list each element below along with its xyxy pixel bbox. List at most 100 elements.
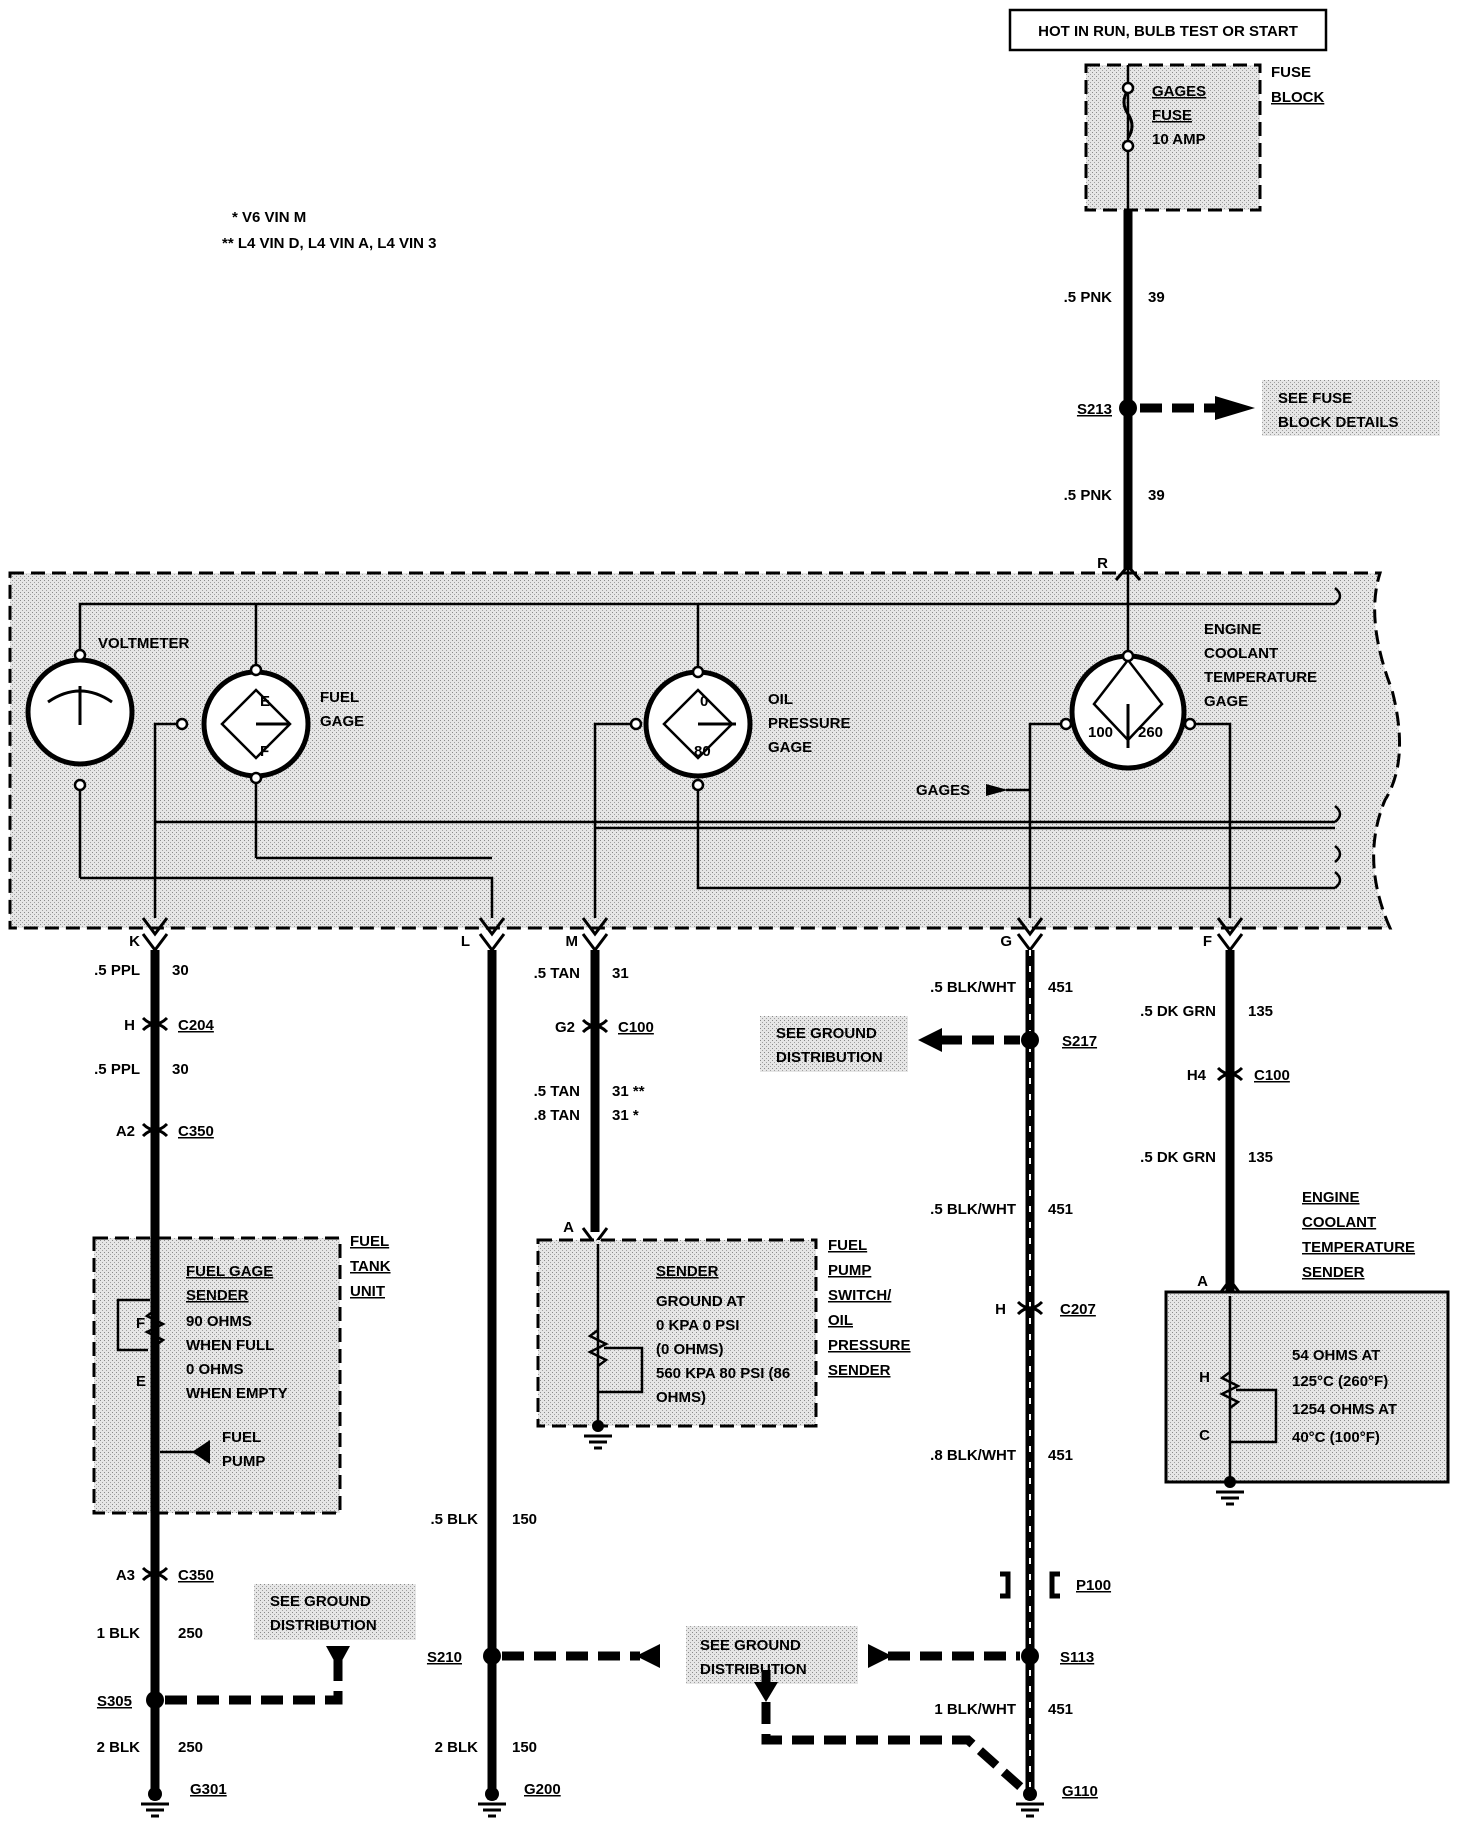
power-source-label: HOT IN RUN, BULB TEST OR START: [1038, 23, 1298, 40]
connector-c100-h4: C100: [1254, 1067, 1290, 1084]
oil-w2-circuit: 31 **: [612, 1083, 645, 1100]
ground-g301-icon: [141, 1787, 169, 1818]
s210-arrow-icon: [636, 1644, 660, 1668]
pin-r-icon: [1114, 563, 1142, 581]
ect-sender-title-4: SENDER: [1302, 1264, 1365, 1281]
oil-gage-terminal-bottom: [691, 778, 705, 792]
oil-sender-spec-1: GROUND AT: [656, 1293, 745, 1310]
gnd-w4-size: 1 BLK/WHT: [934, 1701, 1016, 1718]
connector-c100-g2-icon: [581, 1018, 609, 1034]
voltmeter-label: VOLTMETER: [98, 635, 190, 652]
fuel-sender-e: E: [136, 1373, 146, 1390]
oil-signal-lead: [593, 722, 633, 918]
oil-gage-0: 0: [700, 693, 708, 710]
legend-double-star: ** L4 VIN D, L4 VIN A, L4 VIN 3: [222, 235, 437, 252]
oil-w1-size: .5 TAN: [534, 965, 580, 982]
oil-gage-terminal-left: [629, 717, 643, 731]
s305-branch: [165, 1660, 343, 1705]
fuel-w2-circuit: 30: [172, 1061, 189, 1078]
power-wire-top-size: .5 PNK: [1064, 289, 1113, 306]
ect-w1-size: .5 DK GRN: [1140, 1003, 1216, 1020]
connector-c350-a3-icon: [141, 1566, 169, 1582]
connector-c100-g2-pin: G2: [555, 1019, 575, 1036]
pin-g: G: [1000, 933, 1012, 950]
oil-sender-spec-4: 560 KPA 80 PSI (86: [656, 1365, 790, 1382]
fuel-w2-size: .5 PPL: [94, 1061, 140, 1078]
ect-sender-spec-3: 1254 OHMS AT: [1292, 1401, 1397, 1418]
fuel-gage-label-2: GAGE: [320, 713, 364, 730]
oil-sender-spec-2: 0 KPA 0 PSI: [656, 1317, 739, 1334]
oil-w1-circuit: 31: [612, 965, 629, 982]
connector-c350-a2: C350: [178, 1123, 214, 1140]
ect-w1-circuit: 135: [1248, 1003, 1273, 1020]
see-fuse-line-1: SEE FUSE: [1278, 390, 1352, 407]
connector-c100-h4-pin: H4: [1187, 1067, 1207, 1084]
p100-passthrough-icon: [1000, 1571, 1060, 1599]
ect-sender-wiper: [1230, 1388, 1278, 1444]
gnd-w2-size: .5 BLK/WHT: [930, 1201, 1016, 1218]
ground-g301: G301: [190, 1781, 227, 1798]
ground-g110-icon: [1016, 1787, 1044, 1818]
oil-gage-label-3: GAGE: [768, 739, 812, 756]
oil-pressure-sender: [536, 1238, 818, 1428]
ect-sender-title-1: ENGINE: [1302, 1189, 1360, 1206]
fuse-terminal-bottom: [1121, 139, 1135, 153]
ect-sender-title-2: COOLANT: [1302, 1214, 1376, 1231]
fuel-sender-title-1: FUEL GAGE: [186, 1263, 273, 1280]
ect-gage-label-4: GAGE: [1204, 693, 1248, 710]
splice-s217-label: S217: [1062, 1033, 1097, 1050]
fuel-w4-circuit: 250: [178, 1739, 203, 1756]
fuel-signal-lead: [153, 722, 180, 918]
connector-c350-a2-icon: [141, 1122, 169, 1138]
splice-s305-label: S305: [97, 1693, 132, 1710]
ect-w2-circuit: 135: [1248, 1149, 1273, 1166]
fuel-w4-size: 2 BLK: [97, 1739, 141, 1756]
l-w2-circuit: 150: [512, 1739, 537, 1756]
see-ground-note-2: [686, 1626, 858, 1684]
see-fuse-note: [1262, 380, 1440, 436]
oil-sender-spec-5: OHMS): [656, 1389, 706, 1406]
s217-arrow-icon: [918, 1028, 942, 1052]
connector-c350-a3-pin: A3: [116, 1567, 135, 1584]
see-ground-note-1: [254, 1584, 416, 1640]
splice-s217: [1021, 1031, 1039, 1049]
ect-gage-label-2: COOLANT: [1204, 645, 1278, 662]
l-w1-circuit: 150: [512, 1511, 537, 1528]
oil-gage-80: 80: [694, 743, 711, 760]
fuel-pump-label-2: PUMP: [222, 1453, 265, 1470]
splice-s213: [1119, 399, 1137, 417]
fuel-sender-resistor-icon: [144, 1309, 166, 1347]
ect-sender: [1164, 1290, 1450, 1484]
connector-c204-pin: H: [124, 1017, 135, 1034]
fuel-tank-unit-label-2: TANK: [350, 1258, 391, 1275]
fuel-pump-arrow-icon: [192, 1440, 210, 1464]
see-ground-3-line-1: SEE GROUND: [776, 1025, 877, 1042]
pin-k: K: [129, 933, 140, 950]
connector-c204: C204: [178, 1017, 215, 1034]
p100-label: P100: [1076, 1577, 1111, 1594]
oil-sender-title: SENDER: [656, 1263, 719, 1280]
fuel-gage-coils: [220, 688, 292, 760]
fuel-sender-spec-3: 0 OHMS: [186, 1361, 244, 1378]
oil-gage-terminal-top: [691, 665, 705, 679]
ect-sender-title-3: TEMPERATURE: [1302, 1239, 1415, 1256]
fuel-sender-spec-4: WHEN EMPTY: [186, 1385, 288, 1402]
fuse-terminal-top: [1121, 81, 1135, 95]
connector-c100-h4-icon: [1216, 1066, 1244, 1082]
voltmeter-terminal-top: [73, 648, 87, 662]
oil-sender-wiper: [598, 1346, 644, 1394]
ground-g200-icon: [478, 1787, 506, 1818]
bus-continuation-icons: [1334, 587, 1342, 889]
s213-arrow-icon: [1215, 396, 1255, 420]
fuel-gage-e: E: [260, 693, 270, 710]
ground-g110: G110: [1062, 1783, 1098, 1800]
ect-sender-spec-1: 54 OHMS AT: [1292, 1347, 1380, 1364]
ect-sender-spec-4: 40°C (100°F): [1292, 1429, 1380, 1446]
l-w1-size: .5 BLK: [430, 1511, 478, 1528]
oil-sender-ground-icon: [584, 1420, 612, 1450]
cluster-bus-bottom: [696, 785, 1335, 890]
oil-gage-coils: [662, 688, 734, 760]
see-ground-note-3: [760, 1016, 908, 1072]
fuel-sender-f: F: [136, 1315, 145, 1332]
